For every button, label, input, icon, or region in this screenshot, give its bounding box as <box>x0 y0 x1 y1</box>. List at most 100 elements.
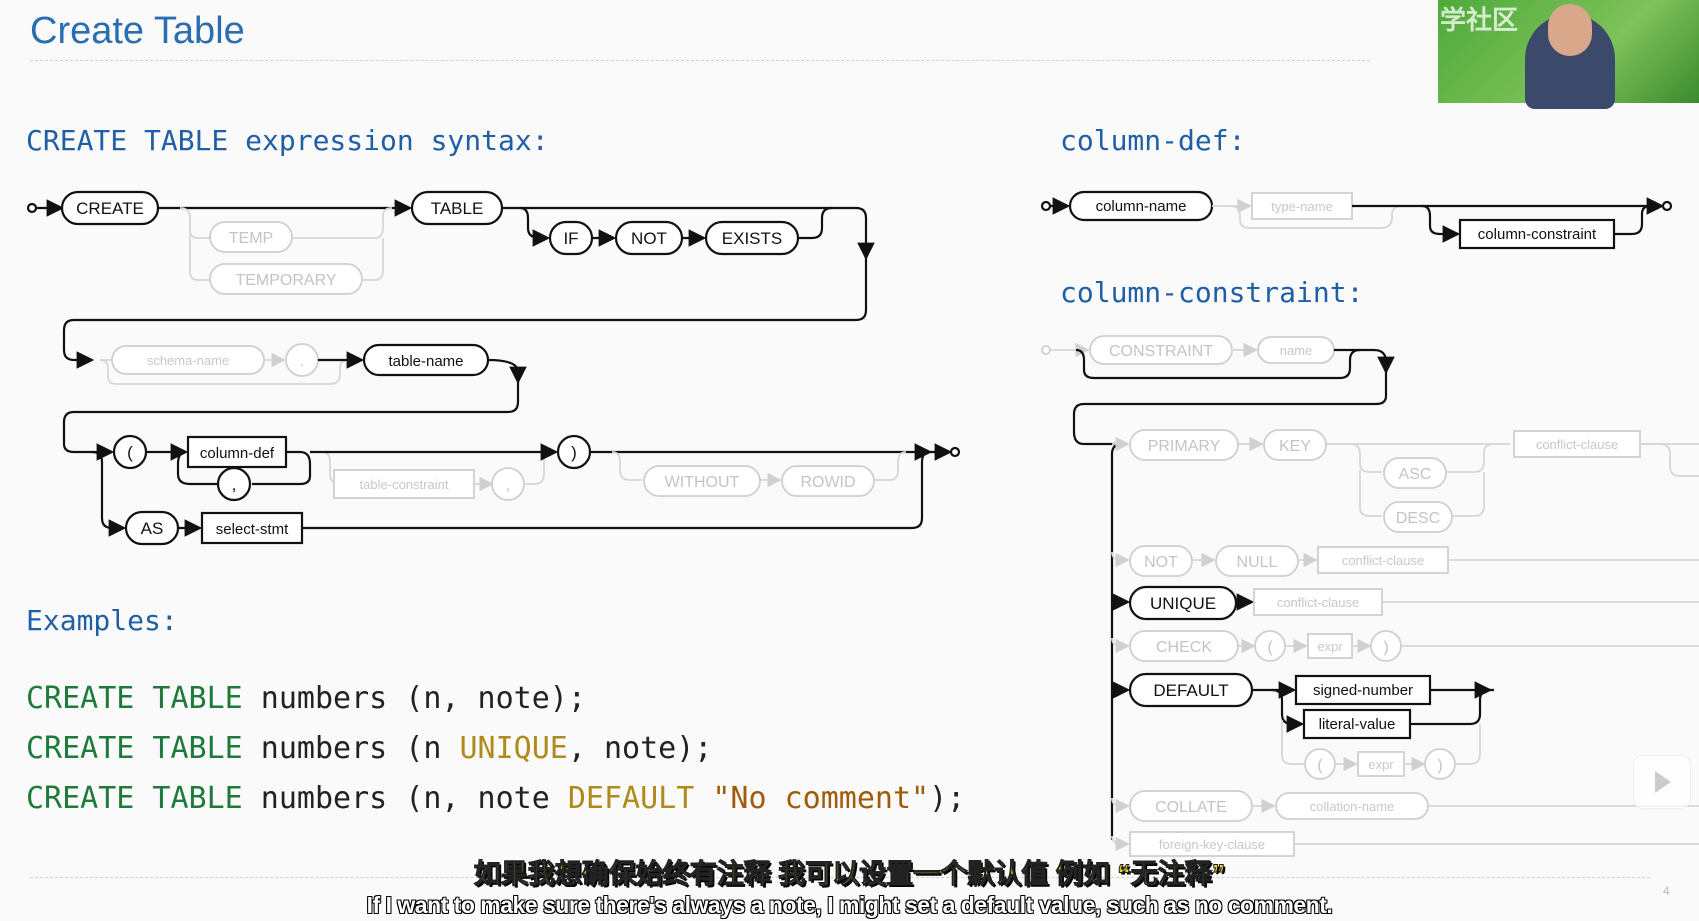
example-line-1: CREATE TABLE numbers (n, note); <box>26 681 586 716</box>
create-label: CREATE <box>76 199 144 218</box>
code-string: "No comment" <box>694 781 930 816</box>
select-stmt-box <box>200 511 304 545</box>
table-constraint-label: table-constraint <box>360 477 449 492</box>
comma-label: , <box>232 475 237 494</box>
column-name-label: column-name <box>1096 198 1187 215</box>
select-stmt-label: select-stmt <box>216 521 289 538</box>
not-box <box>1129 545 1193 577</box>
temp-label: TEMP <box>229 230 273 247</box>
foreign-key-clause-label: foreign-key-clause <box>1159 837 1265 852</box>
desc-label: DESC <box>1396 510 1440 527</box>
temporary-box <box>209 263 363 295</box>
code-text: numbers (n, note <box>242 781 568 816</box>
key-label: KEY <box>1279 438 1311 455</box>
primary-label: PRIMARY <box>1148 438 1221 455</box>
code-text: numbers (n, note); <box>242 681 586 716</box>
default-expr-label: expr <box>1368 757 1394 772</box>
rowid-label: ROWID <box>800 474 855 491</box>
code-text: , note); <box>567 731 713 766</box>
dot-label: . <box>300 353 304 370</box>
column-constraint-heading: column-constraint: <box>1060 276 1364 309</box>
conflict-clause-box-3 <box>1253 588 1383 616</box>
title-divider <box>30 60 1370 61</box>
conflict-clause-label-1: conflict-clause <box>1536 437 1618 452</box>
if-label: IF <box>563 229 578 248</box>
column-def-box <box>186 435 288 469</box>
null-box <box>1215 545 1299 577</box>
start-node <box>26 202 38 214</box>
code-keyword: CREATE TABLE <box>26 681 243 716</box>
without-box <box>643 465 761 497</box>
code-keyword: CREATE TABLE <box>26 731 243 766</box>
code-text: ); <box>929 781 966 816</box>
column-constraint-diagram: CONSTRAINT name PRIMARY KEY ASC DESC con… <box>1041 335 1699 857</box>
column-constraint-label: column-constraint <box>1478 226 1597 243</box>
unique-label: UNIQUE <box>1150 594 1216 613</box>
default-label: DEFAULT <box>1153 681 1228 700</box>
literal-value-box <box>1302 708 1412 740</box>
video-watermark: 学社区 <box>1440 5 1519 35</box>
as-label: AS <box>141 519 164 538</box>
subtitle-english: If I want to make sure there's always a … <box>366 892 1333 918</box>
without-label: WITHOUT <box>665 474 740 491</box>
primary-box <box>1129 429 1239 461</box>
not-label: NOT <box>1144 554 1178 571</box>
example-line-3: CREATE TABLE numbers (n, note DEFAULT "N… <box>26 781 965 816</box>
collation-name-label: collation-name <box>1310 799 1395 814</box>
code-keyword: CREATE TABLE <box>26 781 243 816</box>
asc-label: ASC <box>1399 466 1432 483</box>
exists-label: EXISTS <box>722 229 782 248</box>
key-box <box>1263 429 1327 461</box>
code-keyword-unique: UNIQUE <box>459 731 568 766</box>
end-node <box>949 446 961 458</box>
not-label: NOT <box>631 229 667 248</box>
check-label: CHECK <box>1156 639 1212 656</box>
temporary-label: TEMPORARY <box>235 272 336 289</box>
null-label: NULL <box>1237 554 1278 571</box>
syntax-heading: CREATE TABLE expression syntax: <box>26 124 549 157</box>
schema-name-label: schema-name <box>147 353 229 368</box>
asc-box <box>1383 457 1447 489</box>
default-rparen-label: ) <box>1437 757 1442 774</box>
constraint-comma-label: , <box>506 477 510 494</box>
code-text: numbers (n <box>242 731 460 766</box>
collate-label: COLLATE <box>1155 799 1227 816</box>
type-name-label: type-name <box>1271 199 1332 214</box>
signed-number-label: signed-number <box>1313 682 1413 699</box>
lparen-label: ( <box>127 443 133 462</box>
column-def-diagram: column-name type-name column-constraint <box>1040 190 1673 250</box>
foreign-key-clause-box <box>1129 831 1295 857</box>
check-rparen-label: ) <box>1383 639 1388 656</box>
subtitle-chinese: 如果我想确保始终有注释 我可以设置一个默认值 例如 “无注释” <box>473 859 1226 890</box>
rparen-label: ) <box>571 443 577 462</box>
slide-title: Create Table <box>30 10 245 52</box>
example-line-2: CREATE TABLE numbers (n UNIQUE, note); <box>26 731 712 766</box>
conflict-clause-label-2: conflict-clause <box>1342 553 1424 568</box>
examples-heading: Examples: <box>26 604 178 637</box>
rowid-box <box>781 465 875 497</box>
constraint-label: CONSTRAINT <box>1109 343 1213 360</box>
table-name-label: table-name <box>388 353 463 370</box>
default-lparen-label: ( <box>1317 757 1323 774</box>
literal-value-label: literal-value <box>1319 716 1396 733</box>
presenter-face <box>1548 4 1592 56</box>
conflict-clause-label-3: conflict-clause <box>1277 595 1359 610</box>
play-button[interactable] <box>1633 755 1691 809</box>
footer-divider <box>30 877 1650 878</box>
code-keyword-default: DEFAULT <box>567 781 695 816</box>
name-label: name <box>1280 343 1313 358</box>
create-table-diagram: CREATE TEMP TEMPORARY TABLE IF NOT EXIST… <box>26 190 961 546</box>
table-label: TABLE <box>431 199 484 218</box>
column-def-label: column-def <box>200 445 275 462</box>
signed-number-box <box>1294 674 1432 706</box>
conflict-clause-box-1 <box>1513 430 1641 458</box>
default-expr-box <box>1357 751 1405 777</box>
check-lparen-label: ( <box>1267 639 1273 656</box>
column-constraint-box <box>1458 218 1616 250</box>
temp-box <box>209 221 293 253</box>
column-def-heading: column-def: <box>1060 124 1246 157</box>
desc-box <box>1383 501 1453 533</box>
play-icon <box>1655 771 1671 793</box>
check-expr-label: expr <box>1317 639 1343 654</box>
